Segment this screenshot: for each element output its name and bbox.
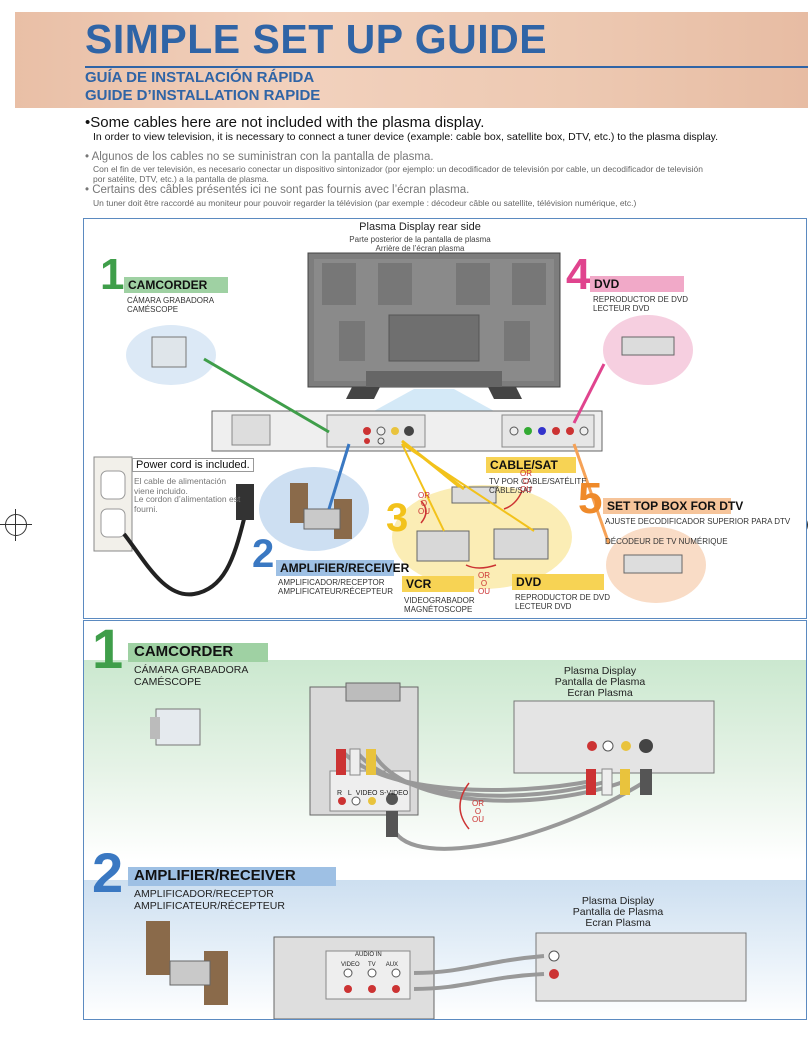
subtitle-fr: GUIDE D’INSTALLATION RAPIDE xyxy=(85,87,321,104)
crop-mark-left xyxy=(0,509,32,541)
display-title-fr: Arrière de l’écran plasma xyxy=(375,244,465,253)
power-cord-fr: Le cordon d’alimentation est fourni. xyxy=(134,494,241,514)
overview-amplifier-fr: AMPLIFICATEUR/RÉCEPTEUR xyxy=(278,587,393,596)
jack-labels-amp: VIDEO TV AUX xyxy=(341,962,399,968)
overview-diagram xyxy=(93,252,706,603)
camcorder-icon xyxy=(155,708,201,746)
overview-dvd-fr: LECTEUR DVD xyxy=(593,304,650,313)
display-title-es: Parte posterior de la pantalla de plasma xyxy=(349,235,491,244)
overview-amplifier-label: AMPLIFIER/RECEIVER xyxy=(276,560,409,576)
jack-labels-camcorder: R L VIDEO S-VIDEO xyxy=(337,790,409,797)
detail-diagram xyxy=(146,682,747,1019)
overview-vcr-label: VCR xyxy=(402,576,474,592)
overview-dvd3-es: REPRODUCTOR DE DVD xyxy=(515,593,610,602)
title-rule xyxy=(85,66,808,68)
overview-vcr-fr: MAGNÉTOSCOPE xyxy=(404,605,473,614)
detail-amplifier-fr: AMPLIFICATEUR/RÉCEPTEUR xyxy=(134,900,285,912)
display-title: Plasma Display rear side xyxy=(359,221,481,233)
subtitle-es: GUÍA DE INSTALACIÓN RÁPIDA xyxy=(85,69,315,86)
overview-camcorder-es: CÁMARA GRABADORA xyxy=(127,296,215,305)
power-cord-es: El cable de alimentación viene incluido. xyxy=(134,476,227,496)
overview-settop-label: SET TOP BOX FOR DTV xyxy=(603,498,743,514)
note-es: • Algunos de los cables no se suministra… xyxy=(85,151,434,163)
note-fr: • Certains des câbles présentés ici ne s… xyxy=(85,184,470,196)
detail-camcorder-fr: CAMÉSCOPE xyxy=(134,676,202,688)
detail-camcorder-es: CÁMARA GRABADORA xyxy=(134,664,249,676)
power-cord-label: Power cord is included. xyxy=(132,458,254,472)
overview-dvd3-label: DVD xyxy=(512,574,604,590)
note-fr-detail: Un tuner doit être raccordé au moniteur … xyxy=(93,198,637,208)
overview-num-2: 2 xyxy=(252,532,275,576)
overview-cablesat-es: TV POR CABLE/SATÉLITE xyxy=(489,477,587,486)
overview-settop-fr: DÉCODEUR DE TV NUMÉRIQUE xyxy=(605,537,728,546)
note-en: •Some cables here are not included with … xyxy=(85,114,485,131)
amplifier-icon xyxy=(146,921,170,975)
detail-amplifier-label: AMPLIFIER/RECEIVER xyxy=(134,867,296,884)
overview-num-3: 3 xyxy=(386,496,409,540)
overview-settop-es: AJUSTE DECODIFICADOR SUPERIOR PARA DTV xyxy=(605,517,791,526)
detail-camcorder-label: CAMCORDER xyxy=(134,643,234,660)
note-es-detail: Con el fin de ver televisión, es necesar… xyxy=(93,164,703,184)
overview-dvd-es: REPRODUCTOR DE DVD xyxy=(593,295,688,304)
overview-cablesat-label: CABLE/SAT xyxy=(486,457,576,473)
overview-amplifier-es: AMPLIFICADOR/RECEPTOR xyxy=(278,578,385,587)
jack-audio-in: AUDIO IN xyxy=(355,952,382,958)
header-band xyxy=(15,12,808,108)
overview-dvd-label: DVD xyxy=(590,276,684,292)
overview-camcorder-label: CAMCORDER xyxy=(124,277,228,293)
note-en-detail: In order to view television, it is neces… xyxy=(93,131,719,143)
overview-num-1: 1 xyxy=(100,250,125,299)
detail-num-2: 2 xyxy=(92,841,124,904)
page-title: SIMPLE SET UP GUIDE xyxy=(85,16,548,62)
overview-dvd3-fr: LECTEUR DVD xyxy=(515,602,572,611)
overview-num-5: 5 xyxy=(578,474,603,523)
overview-vcr-es: VIDEOGRABADOR xyxy=(404,596,475,605)
detail-amplifier-es: AMPLIFICADOR/RECEPTOR xyxy=(134,888,274,900)
overview-num-4: 4 xyxy=(566,250,591,299)
overview-camcorder-fr: CAMÉSCOPE xyxy=(127,305,179,314)
detail-camcorder-tab xyxy=(128,643,268,662)
detail-amplifier-tab xyxy=(128,867,336,886)
detail-num-1: 1 xyxy=(92,617,124,680)
overview-cablesat-fr: CÂBLE/SAT xyxy=(489,486,533,495)
